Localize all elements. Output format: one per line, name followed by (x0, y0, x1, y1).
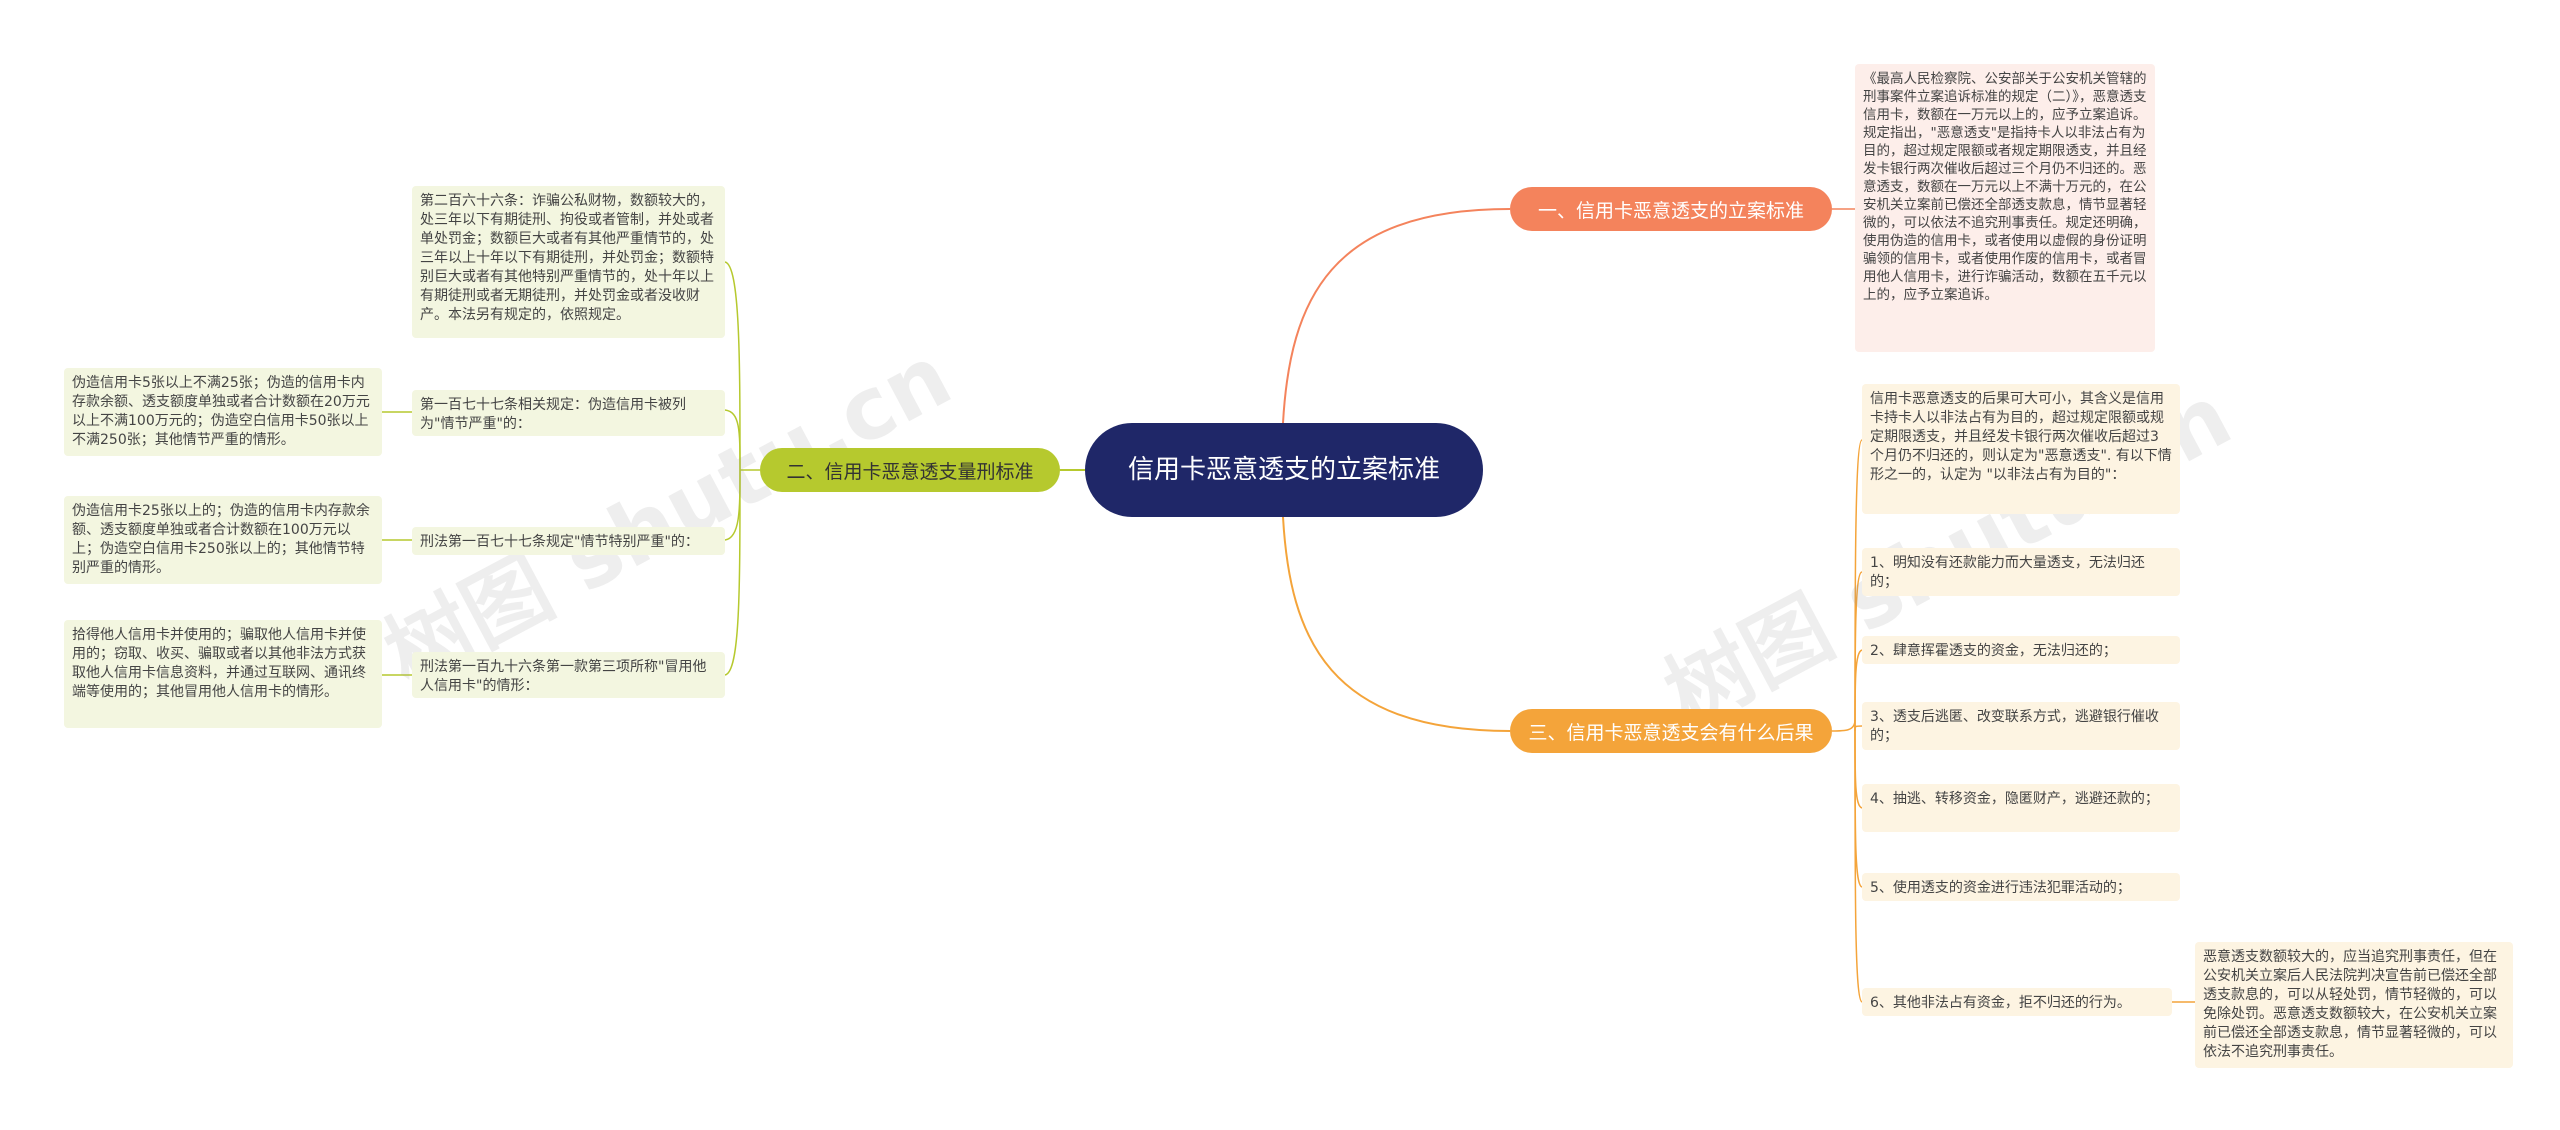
connector-branch3-child4 (1854, 725, 1863, 732)
branch-3-node[interactable]: 三、信用卡恶意透支会有什么后果 (1510, 709, 1832, 753)
branch-3-child-4: 3、透支后逃匿、改变联系方式，逃避银行催收的； (1862, 702, 2180, 750)
connector-branch3-child7 (1854, 730, 1863, 1003)
branch-2-node[interactable]: 二、信用卡恶意透支量刑标准 (760, 448, 1060, 492)
branch-2-child-4: 刑法第一百九十六条第一款第三项所称"冒用他人信用卡"的情形： (412, 652, 725, 698)
branch-2-child-4-detail: 拾得他人信用卡并使用的；骗取他人信用卡并使用的；窃取、收买、骗取或者以其他非法方… (64, 620, 382, 728)
connector-root-branch1 (1282, 208, 1511, 424)
branch-2-child-2: 第一百七十七条相关规定：伪造信用卡被列为"情节严重"的： (412, 390, 725, 436)
connector-branch2-child4 (724, 469, 741, 676)
branch-3-extra-detail: 恶意透支数额较大的，应当追究刑事责任，但在公安机关立案后人民法院判决宣告前已偿还… (2195, 942, 2513, 1068)
connector-branch3-child3 (1854, 649, 1863, 732)
connector-branch2-child2 (724, 409, 741, 471)
branch-2-child-2-detail: 伪造信用卡5张以上不满25张；伪造的信用卡内存款余额、透支额度单独或者合计数额在… (64, 368, 382, 456)
branch-2-label: 二、信用卡恶意透支量刑标准 (786, 460, 1034, 483)
branch-2-child-1: 第二百六十六条：诈骗公私财物，数额较大的，处三年以下有期徒刑、拘役或者管制，并处… (412, 186, 725, 338)
branch-3-child-2: 1、明知没有还款能力而大量透支，无法归还的； (1862, 548, 2180, 596)
root-node[interactable]: 信用卡恶意透支的立案标准 (1085, 423, 1483, 517)
branch-1-node[interactable]: 一、信用卡恶意透支的立案标准 (1510, 187, 1832, 231)
branch-1-detail: 《最高人民检察院、公安部关于公安机关管辖的刑事案件立案追诉标准的规定（二）》，恶… (1855, 64, 2155, 352)
connector-branch2-child1 (724, 261, 741, 471)
branch-3-child-7: 6、其他非法占有资金，拒不归还的行为。 (1862, 988, 2172, 1016)
branch-3-child-5: 4、抽逃、转移资金，隐匿财产，逃避还款的； (1862, 784, 2180, 832)
branch-3-child-1: 信用卡恶意透支的后果可大可小，其含义是信用卡持卡人以非法占有为目的，超过规定限额… (1862, 384, 2180, 514)
branch-2-child-3: 刑法第一百七十七条规定"情节特别严重"的： (412, 527, 725, 555)
branch-3-label: 三、信用卡恶意透支会有什么后果 (1528, 721, 1814, 744)
branch-3-child-3: 2、肆意挥霍透支的资金，无法归还的； (1862, 636, 2180, 664)
connector-root-branch3 (1282, 516, 1511, 732)
branch-2-child-3-detail: 伪造信用卡25张以上的；伪造的信用卡内存款余额、透支额度单独或者合计数额在100… (64, 496, 382, 584)
branch-1-label: 一、信用卡恶意透支的立案标准 (1537, 199, 1804, 222)
connector-branch3-child5 (1854, 730, 1863, 809)
connector-branch3-child6 (1854, 730, 1863, 888)
branch-3-child-6: 5、使用透支的资金进行违法犯罪活动的； (1862, 873, 2180, 901)
root-label: 信用卡恶意透支的立案标准 (1127, 455, 1440, 485)
connector-branch2-child3 (724, 469, 741, 541)
